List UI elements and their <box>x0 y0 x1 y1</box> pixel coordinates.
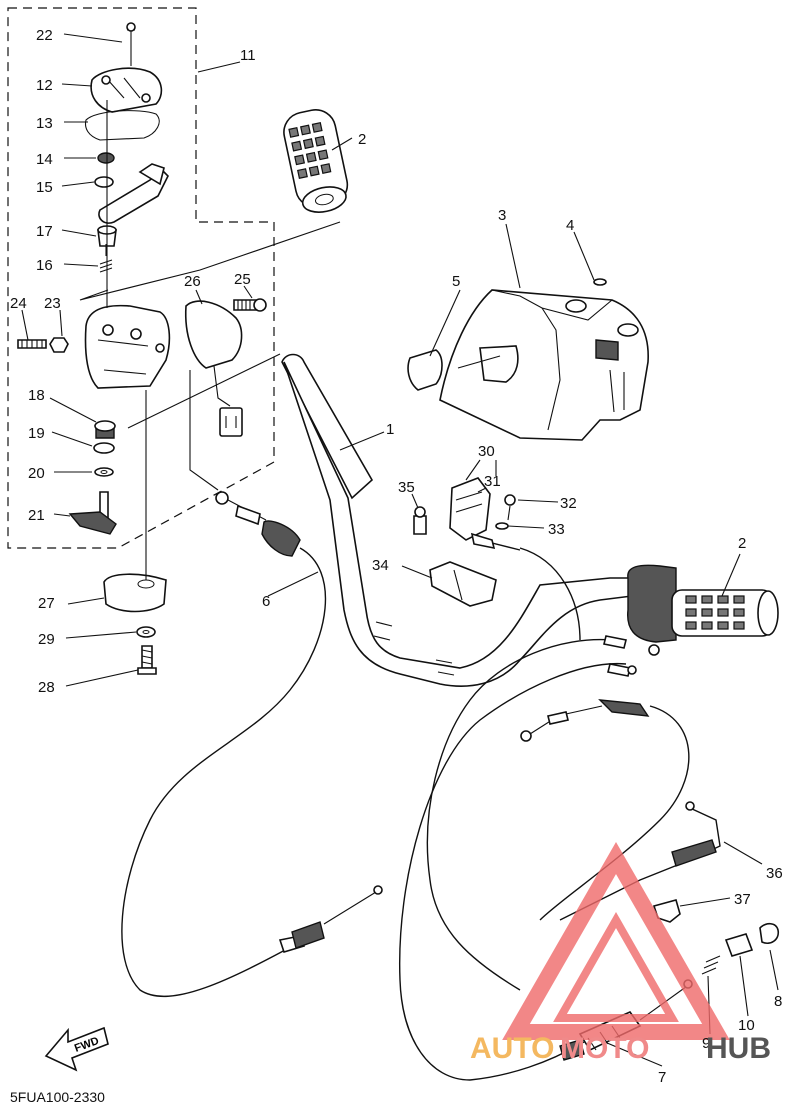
callout-36: 36 <box>766 865 783 882</box>
guide-lines <box>105 46 281 580</box>
callout-35: 35 <box>398 479 415 496</box>
diagram-code: 5FUA100-2330 <box>10 1089 105 1105</box>
callout-2-right: 2 <box>738 535 746 552</box>
callout-26: 26 <box>184 273 201 290</box>
callout-33: 33 <box>548 521 565 538</box>
watermark-auto: AUTO <box>470 1032 554 1065</box>
callout-8: 8 <box>774 993 782 1010</box>
cover-clip <box>593 278 607 286</box>
callout-30: 30 <box>478 443 495 460</box>
watermark-logo <box>502 841 730 1040</box>
callout-32: 32 <box>560 495 577 512</box>
callout-28: 28 <box>38 679 55 696</box>
callout-2-top: 2 <box>358 131 366 148</box>
callout-5: 5 <box>452 273 460 290</box>
left-grip <box>283 109 349 213</box>
callout-3: 3 <box>498 207 506 224</box>
handlebar <box>281 353 641 687</box>
callout-21: 21 <box>28 507 45 524</box>
watermark-text: AUTO MOTO HUB <box>470 1032 771 1065</box>
callout-18: 18 <box>28 387 45 404</box>
callout-24: 24 <box>10 295 27 312</box>
callout-6: 6 <box>262 593 270 610</box>
callout-34: 34 <box>372 557 389 574</box>
callout-37: 37 <box>734 891 751 908</box>
callout-12: 12 <box>36 77 53 94</box>
callout-1: 1 <box>386 421 394 438</box>
cover-pad <box>407 349 443 391</box>
switch-bracket-assembly <box>413 477 521 607</box>
left-switch-assembly <box>17 22 267 675</box>
leader-lines <box>21 33 779 1067</box>
callout-19: 19 <box>28 425 45 442</box>
callout-14: 14 <box>36 151 53 168</box>
callout-25: 25 <box>234 271 251 288</box>
fwd-arrow: FWD <box>44 1026 109 1072</box>
callout-labels: 1 2 2 3 4 5 6 7 8 9 10 11 12 13 14 15 16… <box>10 27 783 1086</box>
group-outline <box>7 7 275 549</box>
callout-13: 13 <box>36 115 53 132</box>
callout-10: 10 <box>738 1017 755 1034</box>
callout-31: 31 <box>484 473 501 490</box>
callout-27: 27 <box>38 595 55 612</box>
handlebar-cover <box>439 289 649 441</box>
callout-16: 16 <box>36 257 53 274</box>
clutch-cable <box>121 491 383 998</box>
callout-23: 23 <box>44 295 61 312</box>
callout-29: 29 <box>38 631 55 648</box>
callout-15: 15 <box>36 179 53 196</box>
callout-17: 17 <box>36 223 53 240</box>
watermark-moto: MOTO <box>560 1032 649 1065</box>
right-grip <box>627 564 779 643</box>
callout-22: 22 <box>36 27 53 44</box>
callout-7: 7 <box>658 1069 666 1086</box>
callout-20: 20 <box>28 465 45 482</box>
callout-4: 4 <box>566 217 574 234</box>
callout-11: 11 <box>240 47 256 64</box>
watermark-hub: HUB <box>706 1032 771 1065</box>
callout-9: 9 <box>702 1035 710 1052</box>
